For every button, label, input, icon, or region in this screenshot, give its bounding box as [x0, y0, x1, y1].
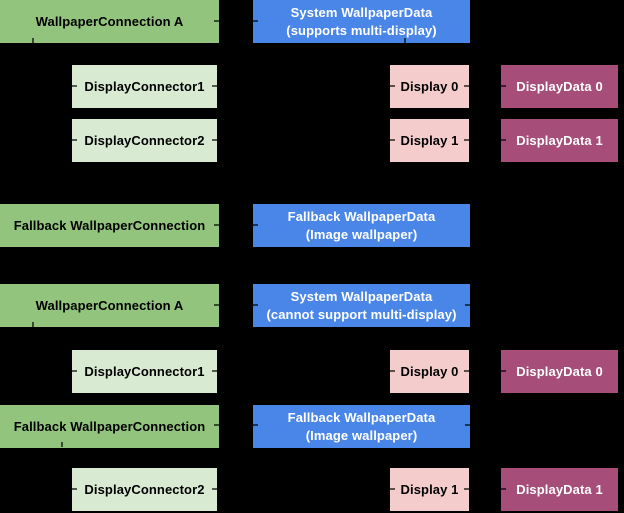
diagram-node-dd1-2: DisplayData 1 [501, 468, 618, 511]
connector-stub [72, 370, 77, 372]
connector-stub [72, 488, 77, 490]
connector-stub [501, 85, 506, 87]
node-label: Fallback WallpaperData [287, 409, 436, 425]
node-label: Display 1 [400, 481, 459, 497]
connector-stub [501, 370, 506, 372]
connector-stub [464, 139, 469, 141]
diagram-node-dd0-1: DisplayData 0 [501, 65, 618, 108]
diagram-node-display1-2: Display 1 [390, 468, 469, 511]
node-label: Display 1 [400, 132, 459, 148]
connector-stub [61, 442, 63, 447]
diagram-node-fb-wd-1: Fallback WallpaperData (Image wallpaper) [253, 204, 470, 247]
diagram-node-sys-wd-nomulti: System WallpaperData (cannot support mult… [253, 284, 470, 327]
connector-stub [465, 424, 470, 426]
node-label: System WallpaperData [290, 4, 433, 20]
connector-stub [212, 85, 217, 87]
diagram-node-display0-2: Display 0 [390, 350, 469, 393]
connector-stub [404, 38, 406, 43]
node-label: Display 0 [400, 363, 459, 379]
connector-stub [214, 424, 219, 426]
diagram-node-dc1-2: DisplayConnector1 [72, 350, 217, 393]
node-label: Display 0 [400, 78, 459, 94]
diagram-node-dd0-2: DisplayData 0 [501, 350, 618, 393]
connector-stub [464, 85, 469, 87]
connector-stub [32, 322, 34, 327]
connector-stub [214, 20, 219, 22]
diagram-node-dd1-1: DisplayData 1 [501, 119, 618, 162]
node-label: WallpaperConnection A [35, 297, 184, 313]
node-label: DisplayData 0 [516, 363, 603, 379]
connector-stub [464, 370, 469, 372]
node-label: DisplayData 1 [516, 132, 603, 148]
connector-stub [214, 304, 219, 306]
diagram-node-wc-a-1: WallpaperConnection A [0, 0, 219, 43]
connector-stub [390, 370, 395, 372]
diagram-node-fb-wc-1: Fallback WallpaperConnection [0, 204, 219, 247]
diagram-node-dc2-2: DisplayConnector2 [72, 468, 217, 511]
diagram-node-fb-wd-2: Fallback WallpaperData (Image wallpaper) [253, 405, 470, 448]
node-label: DisplayConnector2 [84, 481, 205, 497]
diagram-node-fb-wc-2: Fallback WallpaperConnection [0, 405, 219, 448]
connector-stub [253, 424, 258, 426]
node-label: DisplayConnector2 [84, 132, 205, 148]
connector-stub [390, 85, 395, 87]
diagram-node-display1-1: Display 1 [390, 119, 469, 162]
node-label: DisplayData 0 [516, 78, 603, 94]
diagram-node-display0-1: Display 0 [390, 65, 469, 108]
node-label: DisplayConnector1 [84, 78, 205, 94]
connector-stub [390, 488, 395, 490]
diagram-node-wc-a-2: WallpaperConnection A [0, 284, 219, 327]
node-sublabel: (supports multi-display) [286, 22, 437, 38]
node-label: System WallpaperData [290, 288, 433, 304]
connector-stub [253, 304, 258, 306]
node-label: Fallback WallpaperConnection [13, 217, 206, 233]
node-label: DisplayData 1 [516, 481, 603, 497]
connector-stub [32, 38, 34, 43]
node-label: Fallback WallpaperData [287, 208, 436, 224]
connector-stub [501, 488, 506, 490]
connector-stub [465, 304, 470, 306]
node-sublabel: (cannot support multi-display) [266, 306, 457, 322]
connector-stub [72, 139, 77, 141]
connector-stub [212, 488, 217, 490]
connector-stub [214, 224, 219, 226]
connector-stub [501, 139, 506, 141]
diagram-node-dc2-1: DisplayConnector2 [72, 119, 217, 162]
node-label: WallpaperConnection A [35, 13, 184, 29]
connector-stub [253, 20, 258, 22]
diagram-node-dc1-1: DisplayConnector1 [72, 65, 217, 108]
node-sublabel: (Image wallpaper) [305, 226, 418, 242]
connector-stub [212, 370, 217, 372]
node-label: Fallback WallpaperConnection [13, 418, 206, 434]
connector-stub [464, 488, 469, 490]
diagram-node-sys-wd-multi: System WallpaperData (supports multi-disp… [253, 0, 470, 43]
connector-stub [390, 139, 395, 141]
node-sublabel: (Image wallpaper) [305, 427, 418, 443]
connector-stub [212, 139, 217, 141]
connector-stub [253, 224, 258, 226]
node-label: DisplayConnector1 [84, 363, 205, 379]
connector-stub [72, 85, 77, 87]
